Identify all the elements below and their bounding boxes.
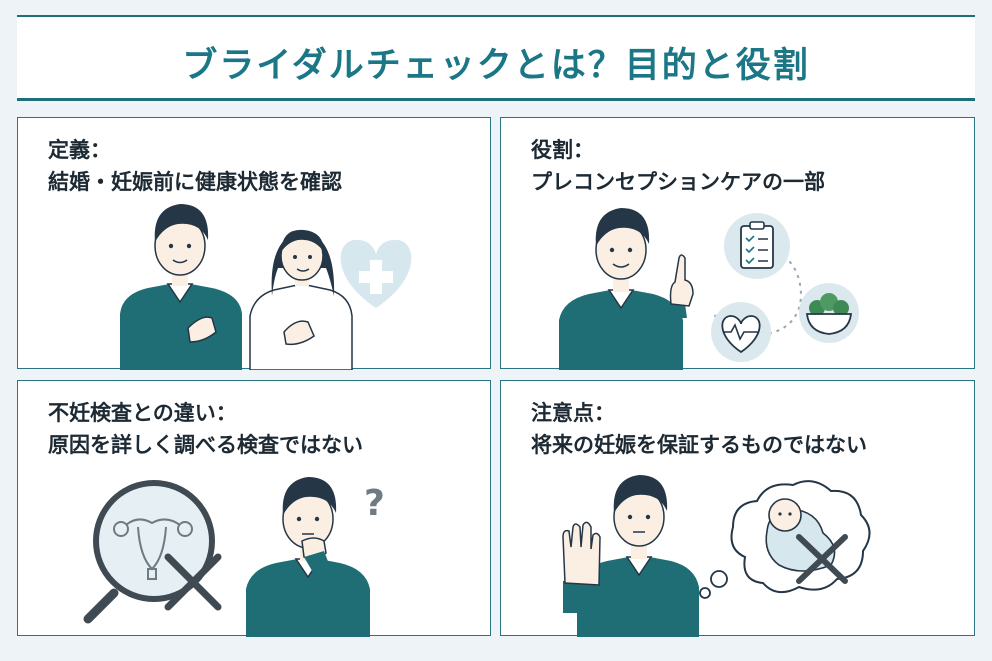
x-mark-icon — [164, 553, 222, 611]
panel-heading: 定義： — [48, 138, 111, 162]
panel-caution: 注意点： 将来の妊娠を保証するものではない — [500, 380, 975, 637]
panel-body: 結婚・妊娠前に健康状態を確認 — [48, 170, 342, 194]
woman-illustration — [249, 229, 353, 370]
salad-bowl-icon — [799, 283, 859, 343]
title-banner: ブライダルチェックとは？目的と役割 — [17, 15, 975, 101]
panel-caution-text: 注意点： 将来の妊娠を保証するものではない — [531, 397, 867, 461]
thinking-man-illustration: ? — [83, 477, 385, 637]
heartbeat-icon — [711, 302, 771, 362]
panel-definition: 定義： 結婚・妊娠前に健康状態を確認 — [17, 117, 491, 370]
panel-role-text: 役割： プレコンセプションケアの一部 — [531, 134, 825, 198]
couple-illustration — [120, 204, 412, 370]
x-mark-icon — [796, 534, 848, 584]
heart-plus-icon — [340, 239, 412, 308]
clipboard-icon — [724, 213, 790, 279]
man-illustration — [120, 204, 242, 370]
panel-difference: 不妊検査との違い： 原因を詳しく調べる検査ではない ? — [17, 380, 491, 637]
page-title: ブライダルチェックとは？目的と役割 — [182, 46, 810, 86]
panel-body: 原因を詳しく調べる検査ではない — [48, 433, 363, 457]
panel-heading: 役割： — [531, 138, 594, 162]
pointing-man-illustration — [559, 208, 859, 370]
man-illustration — [562, 475, 699, 637]
panel-definition-text: 定義： 結婚・妊娠前に健康状態を確認 — [48, 134, 342, 198]
man-illustration — [246, 477, 370, 637]
panel-body: 将来の妊娠を保証するものではない — [531, 433, 867, 457]
man-illustration — [559, 208, 694, 370]
uterus-icon — [113, 518, 193, 580]
stop-gesture-illustration — [562, 475, 871, 637]
panel-heading: 不妊検査との違い： — [48, 401, 237, 425]
panel-role: 役割： プレコンセプションケアの一部 — [500, 117, 975, 370]
panel-heading: 注意点： — [531, 401, 615, 425]
panel-body: プレコンセプションケアの一部 — [531, 170, 825, 194]
panel-difference-text: 不妊検査との違い： 原因を詳しく調べる検査ではない — [48, 397, 363, 461]
question-mark-icon: ? — [364, 483, 385, 524]
magnifier-icon — [83, 480, 215, 624]
